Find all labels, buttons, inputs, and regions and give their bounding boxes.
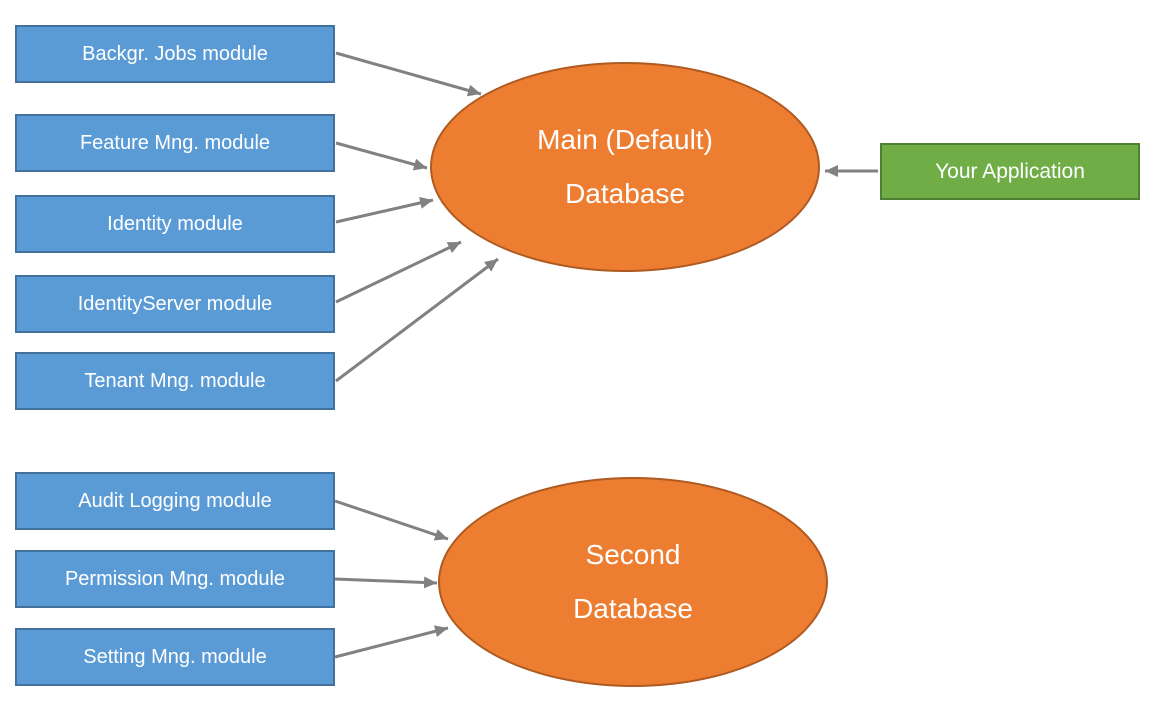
module-label: Audit Logging module	[78, 489, 272, 512]
arrow-setting-mng-module-to-second-database	[334, 625, 449, 659]
module-label: Feature Mng. module	[79, 131, 271, 154]
module-label: Backgr. Jobs module	[82, 42, 268, 65]
module-label: IdentityServer module	[77, 292, 273, 315]
module-box-feature-mng-module: Feature Mng. module	[15, 114, 335, 172]
module-box-identityserver-module: IdentityServer module	[15, 275, 335, 333]
module-box-backgr-jobs-module: Backgr. Jobs module	[15, 25, 335, 83]
your-application-box: Your Application	[880, 143, 1140, 200]
arrow-identity-module-to-main-default-database	[335, 197, 434, 224]
database-label-line: Second	[585, 539, 681, 570]
database-ellipse-second: Second Database	[438, 477, 828, 687]
module-label: Setting Mng. module	[83, 645, 267, 668]
module-box-identity-module: Identity module	[15, 195, 335, 253]
arrow-audit-logging-module-to-second-database	[334, 499, 449, 541]
arrow-feature-mng-module-to-main-default-database	[335, 141, 428, 171]
arrow-permission-mng-module-to-second-database	[334, 576, 438, 589]
database-label-line: Database	[565, 178, 685, 209]
database-label-line: Main (Default)	[537, 124, 713, 155]
database-label-line: Database	[573, 593, 693, 624]
module-box-permission-mng-module: Permission Mng. module	[15, 550, 335, 608]
module-label: Permission Mng. module	[64, 567, 286, 590]
module-label: Identity module	[107, 212, 243, 235]
arrow-identityserver-module-to-main-default-database	[335, 240, 462, 304]
arrow-tenant-mng-module-to-main-default-database	[335, 257, 499, 383]
module-label: Tenant Mng. module	[84, 369, 266, 392]
module-box-audit-logging-module: Audit Logging module	[15, 472, 335, 530]
your-application-label: Your Application	[935, 159, 1085, 183]
module-box-tenant-mng-module: Tenant Mng. module	[15, 352, 335, 410]
module-box-setting-mng-module: Setting Mng. module	[15, 628, 335, 686]
database-ellipse-main: Main (Default) Database	[430, 62, 820, 272]
arrow-backgr-jobs-module-to-main-default-database	[335, 51, 482, 97]
